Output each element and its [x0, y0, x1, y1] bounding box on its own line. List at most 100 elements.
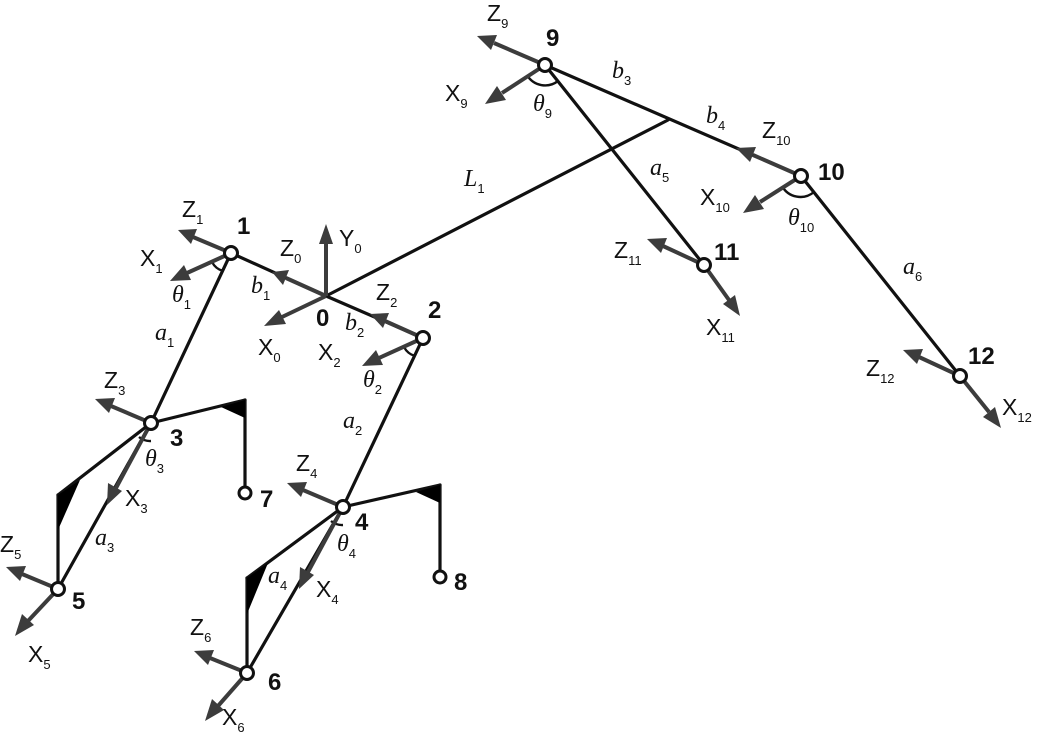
- label-X9: X9: [445, 80, 468, 111]
- joint-8: [432, 569, 448, 585]
- node-label-11: 11: [714, 239, 739, 266]
- node-label-7: 7: [260, 486, 273, 513]
- joint-3: [143, 415, 159, 431]
- X0-shaft: [281, 294, 327, 319]
- label-Z12: Z12: [866, 355, 895, 386]
- X1-arrowhead: [170, 265, 191, 281]
- label-a5: a5: [650, 155, 669, 185]
- Z4-arrowhead: [287, 482, 307, 497]
- theta9-arc: [525, 74, 559, 87]
- label-theta1: θ1: [172, 282, 191, 312]
- joint-12: [952, 368, 968, 384]
- label-a6: a6: [903, 254, 922, 284]
- joint-1: [223, 245, 239, 261]
- link-a2: [341, 336, 425, 509]
- label-X3: X3: [125, 485, 148, 516]
- Z10-shaft: [752, 153, 802, 178]
- link-a1: [149, 251, 233, 425]
- label-b1: b1: [251, 273, 270, 303]
- node-label-5: 5: [72, 588, 85, 615]
- label-Z5: Z5: [0, 531, 21, 562]
- node-label-1: 1: [237, 213, 250, 240]
- leg4-top: [341, 483, 442, 509]
- joint-6: [239, 665, 255, 681]
- label-theta3: θ3: [145, 446, 164, 476]
- X9-shaft: [500, 63, 547, 95]
- Z5-arrowhead: [6, 566, 26, 581]
- Z9-arrowhead: [477, 35, 497, 50]
- link-L1: [324, 118, 670, 298]
- X6-arrowhead: [205, 699, 224, 721]
- label-theta9: θ9: [533, 91, 552, 121]
- label-Z1: Z1: [182, 196, 203, 227]
- node-label-10: 10: [818, 159, 845, 186]
- joint-11: [696, 257, 712, 273]
- Z6-arrowhead: [194, 650, 214, 665]
- Z0-shaft: [285, 276, 327, 298]
- node-label-2: 2: [428, 297, 441, 324]
- label-X12: X12: [1002, 394, 1032, 425]
- joint-4: [335, 499, 351, 515]
- X9-arrowhead: [485, 86, 506, 104]
- X3-arrowhead: [107, 483, 122, 505]
- Z2-arrowhead: [370, 313, 389, 328]
- label-theta4: θ4: [337, 531, 356, 561]
- axis-arrows: [6, 35, 1001, 721]
- label-Z10: Z10: [762, 117, 791, 148]
- angle-arcs: [138, 74, 815, 527]
- theta2-arc: [402, 346, 416, 358]
- label-Z4: Z4: [296, 450, 317, 481]
- node-label-3: 3: [170, 425, 183, 452]
- leg3-top: [149, 398, 247, 425]
- link-a5: [543, 63, 706, 267]
- X3-shaft: [114, 422, 153, 489]
- X5-arrowhead: [15, 614, 34, 636]
- Z3-arrowhead: [95, 398, 115, 413]
- link-a6: [799, 174, 962, 378]
- joints: [50, 57, 968, 681]
- X11-arrowhead: [723, 295, 740, 316]
- label-X11: X11: [706, 314, 735, 345]
- label-X2: X2: [318, 339, 341, 370]
- node-numbers: 0 1 2 3 4 5 6 7 8 9 10 11 12: [72, 25, 995, 696]
- label-X10: X10: [700, 184, 730, 215]
- label-L1: L1: [463, 166, 485, 196]
- node-label-0: 0: [316, 305, 329, 332]
- node-label-9: 9: [546, 25, 559, 52]
- label-theta10: θ10: [788, 205, 814, 235]
- label-Z11: Z11: [614, 237, 642, 268]
- joint-2: [415, 330, 431, 346]
- label-Z0: Z0: [280, 235, 301, 266]
- joint-9: [537, 57, 553, 73]
- Z1-arrowhead: [178, 229, 197, 244]
- flag-leg4-left: [247, 563, 268, 614]
- X2-shaft: [378, 336, 424, 360]
- label-theta2: θ2: [363, 367, 382, 397]
- joint-10: [793, 168, 809, 184]
- Z11-arrowhead: [647, 238, 667, 253]
- leg4-outer: [245, 505, 345, 580]
- node-label-6: 6: [268, 669, 281, 696]
- label-X0: X0: [258, 334, 281, 365]
- label-X5: X5: [28, 641, 51, 672]
- links: [56, 63, 962, 675]
- X12-arrowhead: [983, 407, 1001, 428]
- X0-arrowhead: [264, 310, 286, 326]
- flag-leg3-right: [221, 400, 245, 418]
- theta3-arc: [138, 436, 152, 443]
- theta1-arc: [210, 261, 224, 273]
- X4-shaft: [306, 506, 345, 573]
- X1-shaft: [186, 251, 232, 275]
- label-Z2: Z2: [376, 279, 397, 310]
- X10-arrowhead: [743, 195, 764, 213]
- node-label-12: 12: [968, 343, 995, 370]
- Z12-arrowhead: [903, 349, 923, 364]
- label-a3: a3: [95, 525, 114, 555]
- X4-arrowhead: [299, 567, 314, 589]
- label-a1: a1: [155, 320, 174, 350]
- theta4-arc: [330, 520, 344, 527]
- X10-shaft: [758, 174, 803, 204]
- label-X1: X1: [140, 245, 163, 276]
- label-a2: a2: [343, 408, 362, 438]
